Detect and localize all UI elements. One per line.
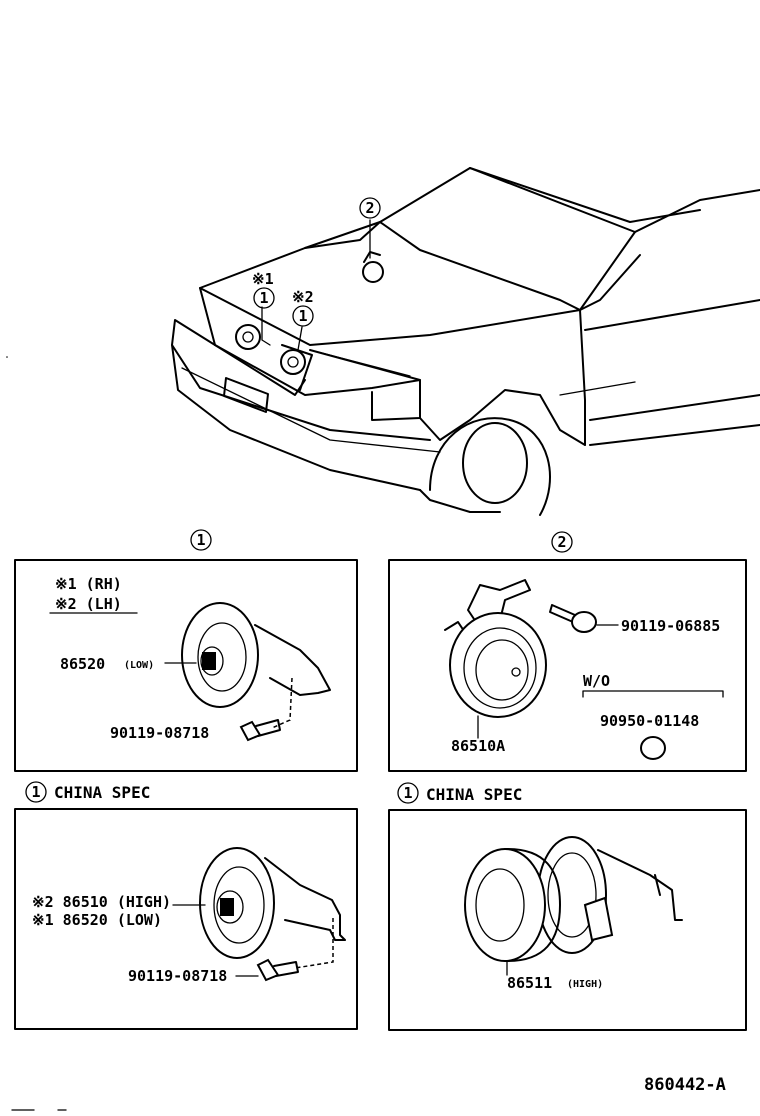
cap-90950-01148-icon [640,736,666,760]
bolt-part-number: 90119-06885 [621,617,720,635]
cap-part-number: 90950-01148 [600,712,699,730]
svg-text:1: 1 [403,784,412,802]
note-lh: ※2 [292,288,314,306]
legend-lh: ※2 (LH) [55,595,122,613]
svg-text:1: 1 [31,783,40,801]
bolt-part-number: 90119-08718 [128,967,227,985]
panel-4: 86511 (HIGH) [388,809,747,1031]
horn-part-number: 86511 [507,974,552,992]
bolt-90119-08718-icon [239,719,281,742]
note-rh: ※1 [252,270,274,288]
car-illustration [6,167,760,516]
wo-label: W/O [583,672,610,690]
horn-line-1: ※2 86510 (HIGH) [32,893,171,911]
callout-horn-lh: ※2 1 [292,288,314,327]
horn-86511-icon [464,836,683,976]
horn-line-2: ※1 86520 (LOW) [32,911,162,929]
panel-3: ※2 86510 (HIGH) ※1 86520 (LOW) 90119-087… [14,808,358,1030]
callout-1-rh-label: 1 [259,289,268,307]
panel-2-header: 2 [551,531,573,553]
legend-rh: ※1 (RH) [55,575,122,593]
panel-4-header: 1 CHINA SPEC [397,782,522,804]
panel-1-header: 1 [190,529,212,551]
horn-86510a-icon [444,579,547,739]
horn-china-low-icon [199,847,346,982]
bolt-part-number: 90119-08718 [110,724,209,742]
callout-2-label: 2 [365,199,374,217]
drawing-number: 860442-A [644,1075,726,1095]
horn-spec: (LOW) [124,660,154,671]
svg-text:2: 2 [557,533,566,551]
horn-part-number: 86520 [60,655,105,673]
callout-1-lh-label: 1 [298,307,307,325]
horn-part-number: 86510A [451,737,505,755]
svg-text:1: 1 [196,531,205,549]
horn-spec: (HIGH) [567,979,603,990]
callout-hood-switch: 2 [359,197,381,219]
bolt-90119-06885-icon [549,604,619,633]
panel-1: ※1 (RH) ※2 (LH) 86520 (LOW) 90119-08718 [14,559,358,772]
panel-3-header: 1 CHINA SPEC [25,781,150,803]
svg-text:CHINA SPEC: CHINA SPEC [54,783,150,802]
panel-2: 90119-06885 W/O 90950-01148 86510A [388,559,747,772]
svg-text:CHINA SPEC: CHINA SPEC [426,785,522,804]
horn-86520-icon [181,602,331,729]
callout-horn-rh: ※1 1 [252,270,275,309]
